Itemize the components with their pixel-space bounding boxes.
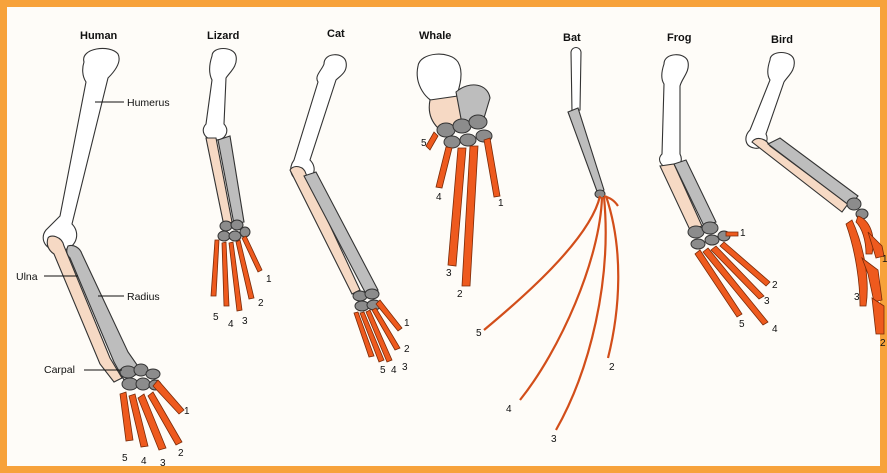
title-lizard: Lizard <box>207 30 239 42</box>
label-carpal: Carpal <box>44 364 75 376</box>
frog-digit-4: 4 <box>772 324 778 335</box>
frog-digit-3: 3 <box>764 296 770 307</box>
bird-humerus <box>746 53 794 149</box>
bat-digit-2: 2 <box>609 362 615 373</box>
bird-digit-2: 2 <box>880 338 886 349</box>
cat-ulna <box>290 167 360 294</box>
frog-digit-5: 5 <box>739 319 745 330</box>
human-digit-3: 3 <box>160 458 166 469</box>
whale-digit-5: 5 <box>421 138 427 149</box>
bat-humerus <box>571 48 581 113</box>
frog-digit-1: 1 <box>740 228 746 239</box>
bat-digit-1-bone <box>604 196 618 206</box>
lizard-digit-1: 1 <box>266 274 272 285</box>
bat-radius <box>568 108 604 194</box>
bat-digit-2-bone <box>606 196 618 358</box>
human-digit-1: 1 <box>184 406 190 417</box>
cat-limb: 1 2 3 4 5 <box>290 55 410 376</box>
bat-digit-5: 5 <box>476 328 482 339</box>
cat-radius <box>304 172 378 294</box>
bat-digit-5-bone <box>484 196 600 330</box>
human-limb: 1 2 3 4 5 <box>43 48 190 469</box>
whale-digit-2: 2 <box>457 289 463 300</box>
cat-digit-4: 4 <box>391 365 397 376</box>
cat-humerus <box>291 55 347 180</box>
frog-humerus <box>660 55 689 168</box>
lizard-digit-3: 3 <box>242 316 248 327</box>
title-whale: Whale <box>419 30 451 42</box>
bat-limb: 2 3 4 5 <box>476 48 618 446</box>
lizard-limb: 1 2 3 4 5 <box>203 49 272 331</box>
whale-digit-3: 3 <box>446 268 452 279</box>
lizard-digit-2: 2 <box>258 298 264 309</box>
bird-radius <box>768 138 858 206</box>
whale-digit-1: 1 <box>498 198 504 209</box>
label-radius: Radius <box>127 291 160 303</box>
bird-digit-3: 3 <box>854 292 860 303</box>
whale-digit-4: 4 <box>436 192 442 203</box>
lizard-digit-4: 4 <box>228 319 234 330</box>
lizard-humerus <box>203 49 236 141</box>
whale-limb: 1 2 3 4 5 <box>417 54 504 300</box>
bat-digit-3: 3 <box>551 434 557 445</box>
lizard-phalanges <box>211 236 262 311</box>
human-digit-2: 2 <box>178 448 184 459</box>
whale-phalanges <box>426 132 500 286</box>
title-bat: Bat <box>563 32 581 44</box>
title-cat: Cat <box>327 28 345 40</box>
cat-digit-5: 5 <box>380 365 386 376</box>
human-ulna <box>47 236 122 382</box>
label-humerus: Humerus <box>127 97 170 109</box>
frog-phalanges <box>695 232 770 325</box>
bird-ulna <box>752 139 848 212</box>
human-phalanges <box>120 380 184 450</box>
bat-digit-4-bone <box>520 197 602 400</box>
title-human: Human <box>80 30 118 42</box>
frog-digit-2: 2 <box>772 280 778 291</box>
bird-carpals <box>847 198 868 219</box>
title-frog: Frog <box>667 32 691 44</box>
cat-carpals <box>353 289 381 311</box>
bird-phalanges <box>846 216 884 334</box>
label-ulna: Ulna <box>16 271 38 283</box>
human-digit-5: 5 <box>122 453 128 464</box>
lizard-digit-5: 5 <box>213 312 219 323</box>
human-digit-4: 4 <box>141 456 147 467</box>
cat-digit-2: 2 <box>404 344 410 355</box>
cat-digit-1: 1 <box>404 318 410 329</box>
cat-digit-3: 3 <box>402 362 408 373</box>
title-bird: Bird <box>771 34 793 46</box>
frog-limb: 1 2 3 4 5 <box>660 55 778 335</box>
bird-digit-1: 1 <box>882 254 887 265</box>
bat-digit-4: 4 <box>506 404 512 415</box>
human-humerus <box>43 48 119 250</box>
